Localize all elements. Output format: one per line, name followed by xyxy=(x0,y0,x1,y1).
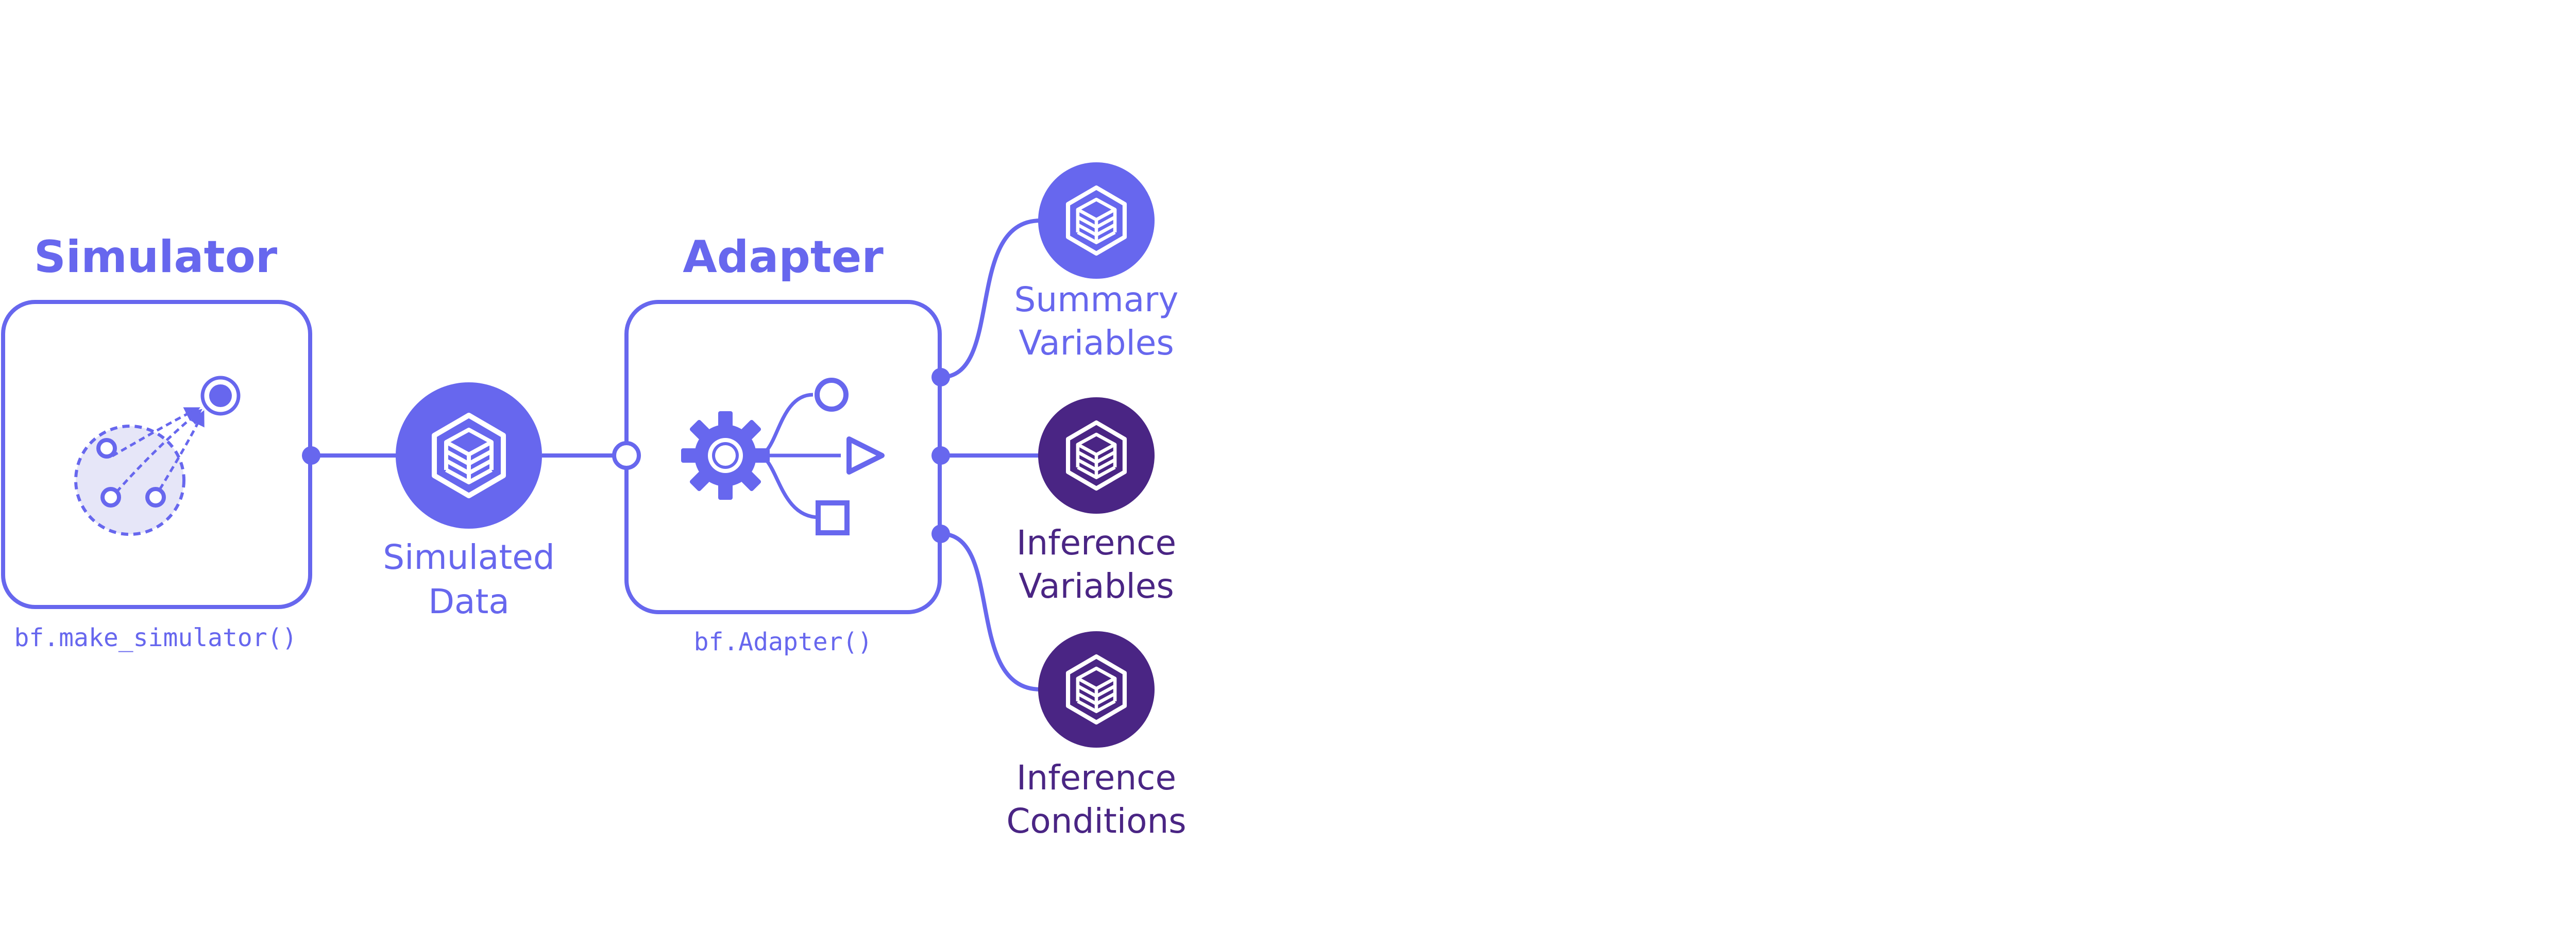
inference-variables-label-line2: Variables xyxy=(1019,566,1174,606)
inference-conditions-label-line1: Inference xyxy=(1016,758,1176,798)
scatter-simulation-icon xyxy=(74,376,241,536)
triangle-shape-icon xyxy=(846,436,885,475)
adapter-code: bf.Adapter() xyxy=(694,628,873,656)
port-adapter-in xyxy=(612,441,641,470)
simulated-data-label-line1: Simulated xyxy=(383,537,555,577)
summary-variables-label-line2: Variables xyxy=(1019,323,1174,363)
gear-icon xyxy=(681,411,770,500)
simulator-title: Simulator xyxy=(34,231,278,283)
inference-conditions-node xyxy=(1038,631,1155,748)
adapter-branch-lines xyxy=(757,393,841,519)
inference-variables-node xyxy=(1038,397,1155,514)
summary-variables-label-line1: Summary xyxy=(1014,280,1179,319)
connector-inference-conditions xyxy=(940,532,1041,691)
square-shape-icon xyxy=(816,500,850,535)
simulator-code: bf.make_simulator() xyxy=(14,623,297,652)
simulated-data-label-line2: Data xyxy=(428,582,510,621)
simulated-data-node xyxy=(396,382,542,529)
adapter-title: Adapter xyxy=(683,231,884,283)
port-simulator-out xyxy=(302,446,320,465)
summary-variables-node xyxy=(1038,162,1155,279)
connector-summary-variables xyxy=(940,218,1041,379)
circle-shape-icon xyxy=(815,378,849,412)
inference-variables-label-line1: Inference xyxy=(1016,523,1176,563)
inference-conditions-label-line2: Conditions xyxy=(1006,801,1186,841)
